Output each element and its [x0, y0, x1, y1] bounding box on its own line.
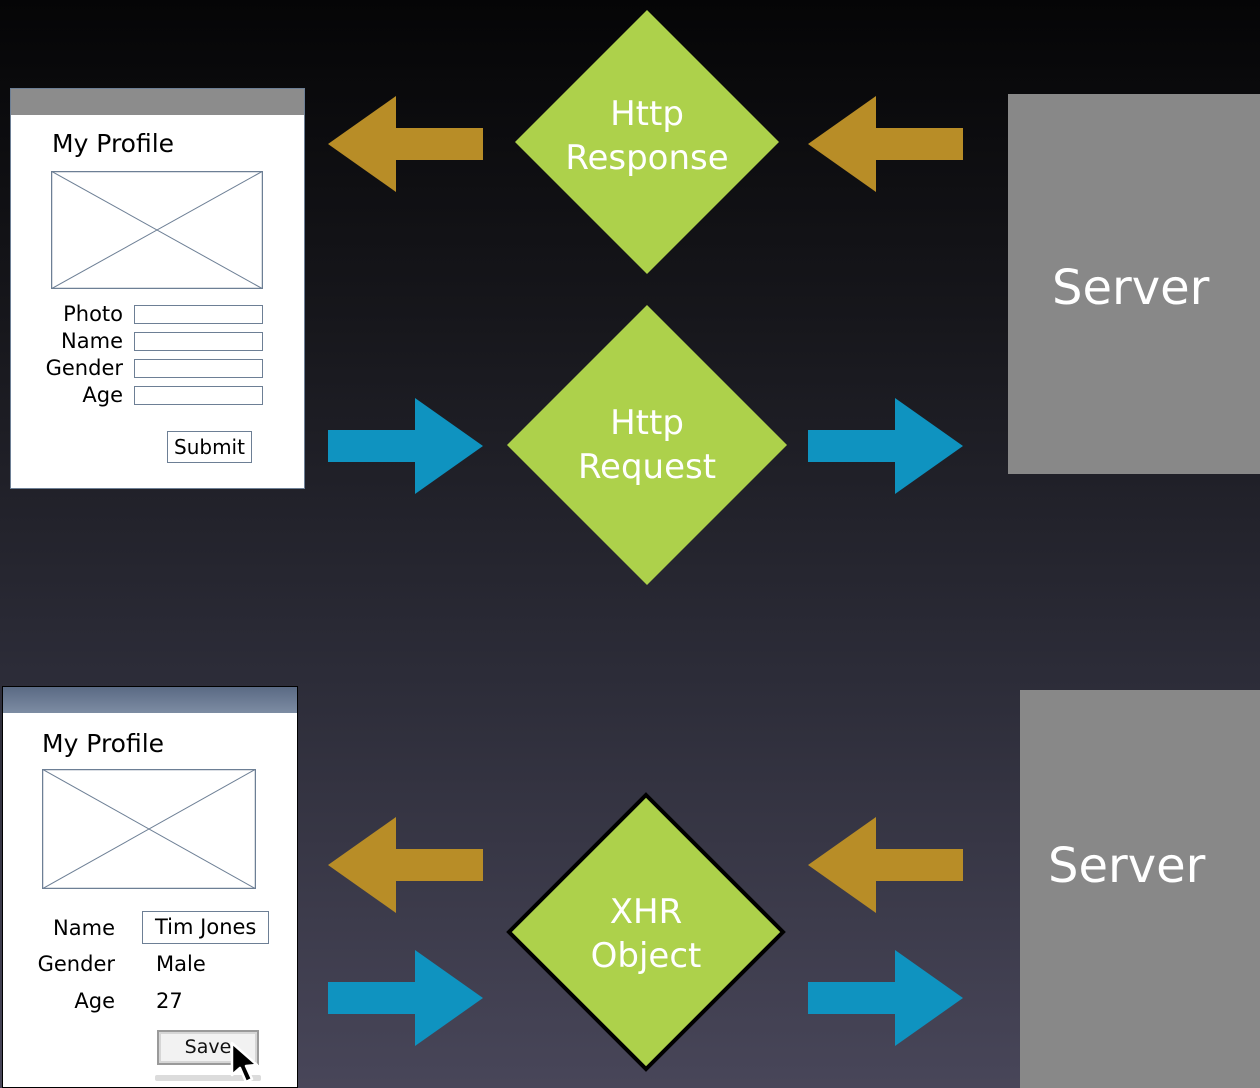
request-arrow-right-1 — [328, 950, 483, 1046]
server-box-top: Server — [1008, 94, 1260, 474]
response-arrow-left-2 — [808, 96, 963, 192]
photo-placeholder-icon — [51, 171, 263, 289]
diamond-line-2: Response — [565, 138, 729, 178]
submit-button[interactable]: Submit — [167, 431, 252, 463]
diamond-line-1: XHR — [609, 892, 683, 932]
gender-label: Gender — [37, 952, 115, 976]
request-arrow-right-2 — [808, 950, 963, 1046]
photo-placeholder-icon — [42, 769, 256, 889]
request-arrow-right-1 — [328, 398, 483, 494]
server-label: Server — [1052, 260, 1210, 316]
window-title-bar — [11, 89, 304, 115]
form-title: My Profile — [52, 129, 175, 158]
photo-field[interactable] — [134, 305, 263, 324]
xhr-object-diamond: XHR Object — [506, 792, 786, 1072]
diamond-shape — [507, 305, 787, 585]
response-arrow-left-1 — [328, 817, 483, 913]
diamond-shape — [506, 792, 786, 1072]
server-label: Server — [1048, 838, 1206, 894]
age-field[interactable] — [134, 386, 263, 405]
name-field[interactable] — [134, 332, 263, 351]
name-label: Name — [61, 329, 123, 353]
diamond-line-1: Http — [610, 403, 684, 443]
name-label: Name — [53, 916, 115, 940]
response-arrow-left-1 — [328, 96, 483, 192]
age-value: 27 — [156, 989, 183, 1013]
request-arrow-right-2 — [808, 398, 963, 494]
hidden-control-edge — [155, 1075, 261, 1081]
photo-label: Photo — [63, 302, 123, 326]
gender-value: Male — [156, 952, 206, 976]
gender-label: Gender — [45, 356, 123, 380]
name-input[interactable]: Tim Jones — [142, 911, 270, 944]
window-title-bar — [3, 687, 297, 713]
mouse-cursor-icon — [230, 1041, 259, 1084]
gender-field[interactable] — [134, 359, 263, 378]
diamond-line-2: Request — [577, 447, 717, 487]
response-arrow-left-2 — [808, 817, 963, 913]
form-title: My Profile — [42, 729, 165, 758]
age-label: Age — [82, 383, 123, 407]
diamond-shape — [515, 10, 779, 274]
profile-form-window-bottom: My Profile Name Tim Jones Gender Male Ag… — [2, 686, 298, 1088]
diamond-line-2: Object — [590, 936, 702, 976]
http-request-diamond: Http Request — [507, 305, 787, 585]
age-label: Age — [74, 989, 115, 1013]
server-box-bottom: Server — [1020, 690, 1260, 1088]
diamond-line-1: Http — [610, 94, 684, 134]
http-response-diamond: Http Response — [507, 2, 787, 282]
profile-form-window-top: My Profile Photo Name Gender Age Submit — [10, 88, 305, 489]
